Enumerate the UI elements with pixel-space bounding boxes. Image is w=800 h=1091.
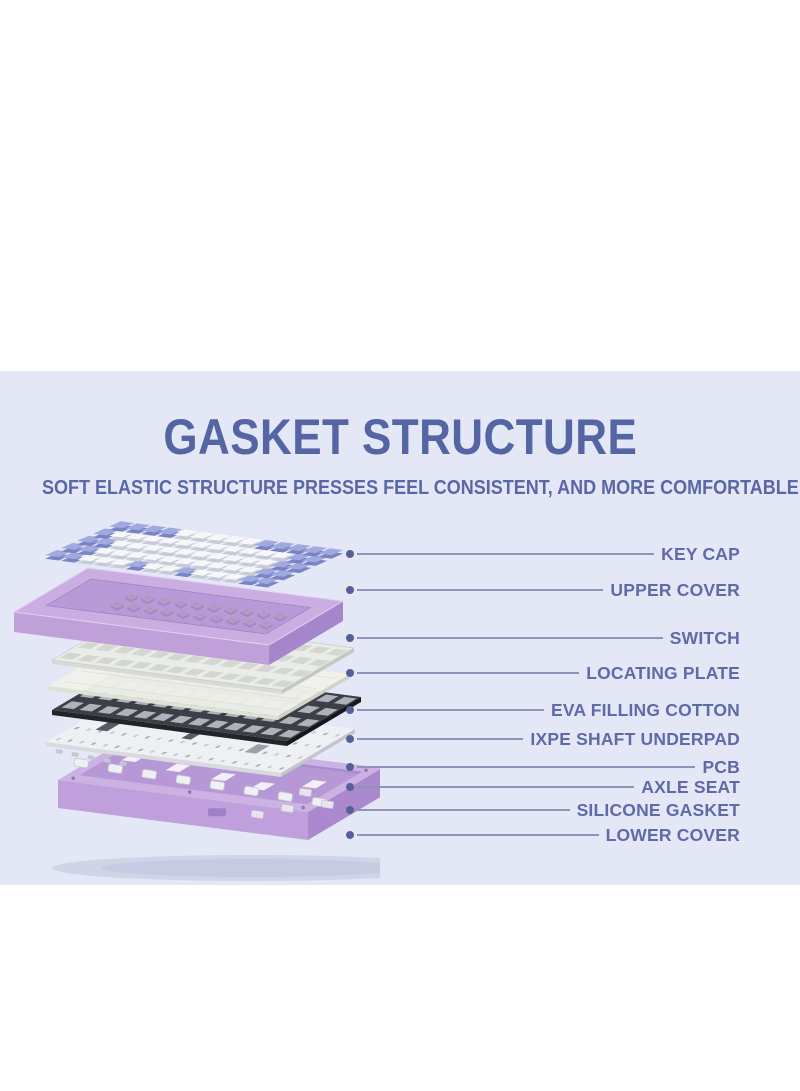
callout-dot <box>346 806 354 814</box>
callout-dot <box>346 763 354 771</box>
callout-dot <box>346 783 354 791</box>
callout-pcb: PCB <box>346 757 740 777</box>
callout-switch: SWITCH <box>346 628 740 648</box>
callout-axle-seat: AXLE SEAT <box>346 777 740 797</box>
callout-key-cap: KEY CAP <box>346 544 740 564</box>
callout-line <box>357 709 545 711</box>
keyboard-exploded-diagram <box>12 521 380 881</box>
top-white-band <box>0 0 800 371</box>
bottom-white-band <box>0 885 800 1091</box>
callout-eva-filling-cotton: EVA FILLING COTTON <box>346 700 740 720</box>
callout-silicone-gasket: SILICONE GASKET <box>346 800 740 820</box>
callout-dot <box>346 831 354 839</box>
layer-axle-seat-gasket <box>55 749 334 819</box>
callout-line <box>357 589 604 591</box>
callout-label: UPPER COVER <box>610 579 740 600</box>
callout-label: LOWER COVER <box>605 824 740 845</box>
callout-label: LOCATING PLATE <box>586 662 740 683</box>
callout-line <box>357 672 580 674</box>
callout-ixpe-shaft-underpad: IXPE SHAFT UNDERPAD <box>346 729 740 749</box>
layer-keycap <box>45 521 344 588</box>
callout-label: AXLE SEAT <box>641 776 740 797</box>
callout-upper-cover: UPPER COVER <box>346 580 740 600</box>
callout-line <box>357 553 655 555</box>
callout-line <box>357 738 524 740</box>
callout-line <box>357 766 696 768</box>
callout-dot <box>346 735 354 743</box>
callout-label: PCB <box>702 756 740 777</box>
callout-line <box>357 809 570 811</box>
callout-line <box>357 834 599 836</box>
layer-shadow <box>52 855 380 881</box>
callout-label: KEY CAP <box>661 543 740 564</box>
callout-locating-plate: LOCATING PLATE <box>346 663 740 683</box>
page-title: GASKET STRUCTURE <box>163 409 637 465</box>
callout-label: SILICONE GASKET <box>576 799 740 820</box>
callout-dot <box>346 706 354 714</box>
callout-label: EVA FILLING COTTON <box>551 699 740 720</box>
callout-label: SWITCH <box>669 627 740 648</box>
callout-line <box>357 786 635 788</box>
callout-lower-cover: LOWER COVER <box>346 825 740 845</box>
layer-upper-cover <box>12 567 345 665</box>
callout-line <box>357 637 663 639</box>
callout-dot <box>346 550 354 558</box>
callout-dot <box>346 669 354 677</box>
callout-dot <box>346 634 354 642</box>
callout-dot <box>346 586 354 594</box>
page-subtitle: SOFT ELASTIC STRUCTURE PRESSES FEEL CONS… <box>42 477 799 499</box>
callout-label: IXPE SHAFT UNDERPAD <box>530 728 740 749</box>
